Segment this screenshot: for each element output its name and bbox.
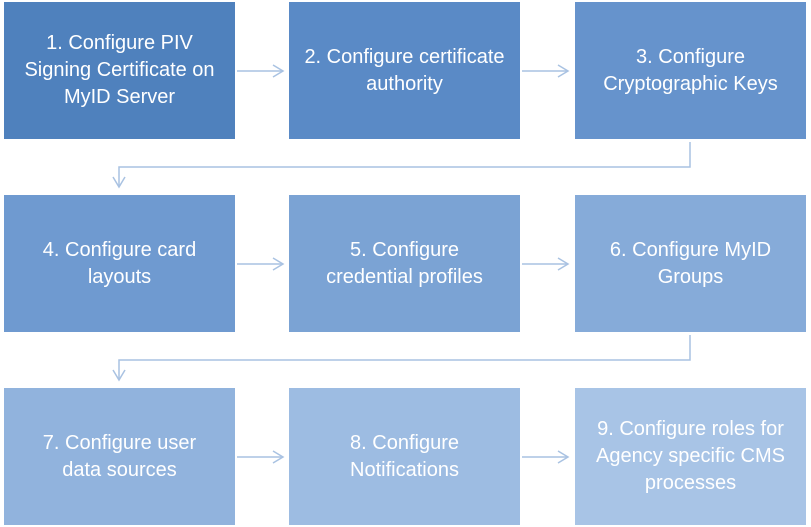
step-4-box: 4. Configure card layouts: [4, 195, 235, 332]
step-9-box: 9. Configure roles for Agency specific C…: [575, 388, 806, 525]
step-7-box: 7. Configure user data sources: [4, 388, 235, 525]
arrow-7-to-8: [237, 450, 285, 464]
step-3-box: 3. Configure Cryptographic Keys: [575, 2, 806, 139]
step-7-label: 7. Configure user data sources: [42, 431, 197, 481]
step-5-box: 5. Configure credential profiles: [289, 195, 520, 332]
arrow-1-to-2: [237, 64, 285, 78]
arrow-3-to-4: [112, 142, 691, 189]
step-6-label: 6. Configure MyID Groups: [609, 238, 772, 288]
step-6-box: 6. Configure MyID Groups: [575, 195, 806, 332]
step-1-label: 1. Configure PIV Signing Certificate on …: [24, 32, 215, 108]
step-8-label: 8. Configure Notifications: [350, 431, 459, 481]
arrow-2-to-3: [522, 64, 570, 78]
step-2-box: 2. Configure certificate authority: [289, 2, 520, 139]
step-8-box: 8. Configure Notifications: [289, 388, 520, 525]
arrow-5-to-6: [522, 257, 570, 271]
step-9-label: 9. Configure roles for Agency specific C…: [596, 418, 785, 494]
arrow-8-to-9: [522, 450, 570, 464]
step-4-label: 4. Configure card layouts: [42, 238, 197, 288]
arrow-4-to-5: [237, 257, 285, 271]
step-5-label: 5. Configure credential profiles: [326, 238, 483, 288]
arrow-6-to-7: [112, 335, 691, 382]
step-2-label: 2. Configure certificate authority: [304, 45, 505, 95]
step-3-label: 3. Configure Cryptographic Keys: [603, 45, 778, 95]
step-1-box: 1. Configure PIV Signing Certificate on …: [4, 2, 235, 139]
